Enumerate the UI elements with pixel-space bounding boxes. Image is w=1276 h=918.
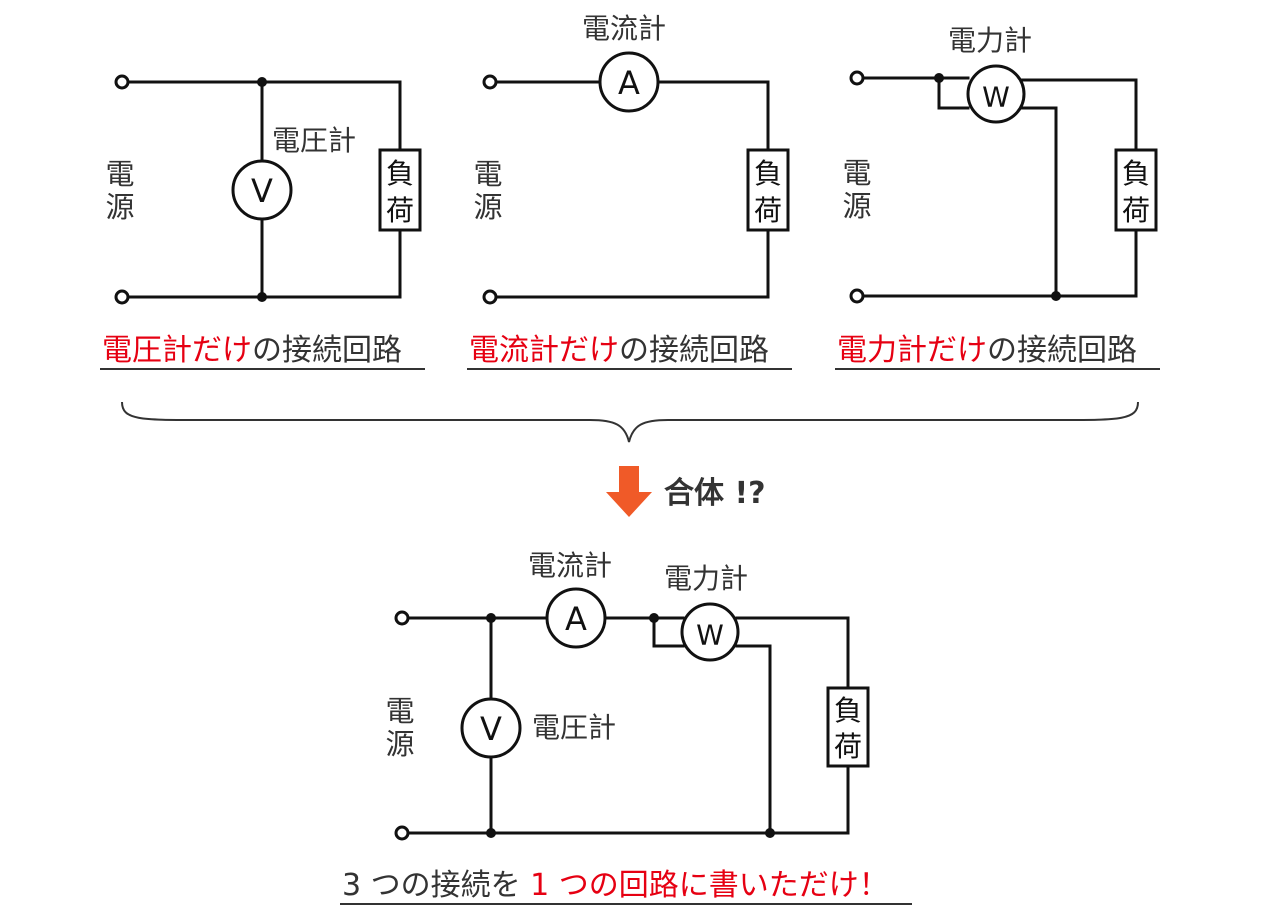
source-terminal-top bbox=[482, 74, 498, 90]
load-lower-wire bbox=[488, 228, 770, 299]
caption-highlight: 電圧計だけ bbox=[102, 333, 252, 368]
wattmeter-circuit: W 電力計 電 源 負 荷 bbox=[842, 24, 1158, 304]
load-label-bottom: 荷 bbox=[1122, 194, 1150, 227]
source-label-top: 電 bbox=[473, 157, 502, 191]
caption-suffix: の接続回路 bbox=[987, 333, 1137, 368]
source-terminal-bottom bbox=[482, 289, 498, 305]
bottom-caption-highlight: 1 つの回路に書いただけ！ bbox=[530, 868, 889, 903]
svg-text:3 つの接続を 1 つの回路に書いただけ！: 3 つの接続を 1 つの回路に書いただけ！ bbox=[342, 868, 889, 903]
source-label-bottom: 源 bbox=[842, 189, 871, 223]
source-label-top: 電 bbox=[842, 156, 871, 190]
voltmeter-caption: 電圧計だけの接続回路 bbox=[100, 333, 425, 370]
voltmeter-circuit: V 電圧計 電 源 負 荷 bbox=[105, 74, 422, 305]
load-label-top: 負 bbox=[386, 157, 414, 190]
curly-brace bbox=[121, 401, 1139, 443]
voltmeter-label: 電圧計 bbox=[532, 711, 616, 744]
top-wire bbox=[120, 80, 402, 152]
bottom-caption-part1: 3 つの接続を bbox=[342, 868, 530, 903]
load-label-top: 負 bbox=[1122, 157, 1150, 190]
ammeter-caption: 電流計だけの接続回路 bbox=[467, 333, 792, 370]
junction-dot bbox=[765, 828, 775, 838]
source-terminal-bottom bbox=[849, 288, 865, 304]
source-terminal-bottom bbox=[394, 825, 410, 841]
wattmeter-return-wire bbox=[1020, 106, 1058, 298]
top-wire bbox=[488, 80, 770, 152]
wattmeter-voltage-coil-wire bbox=[937, 76, 970, 110]
load-label-top: 負 bbox=[834, 694, 862, 727]
voltmeter-symbol: V bbox=[460, 697, 522, 759]
junction-dot bbox=[257, 77, 267, 87]
wattmeter-letter: W bbox=[696, 619, 724, 652]
ammeter-label: 電流計 bbox=[528, 549, 612, 582]
junction-dot bbox=[257, 292, 267, 302]
wattmeter-symbol: W bbox=[680, 602, 740, 662]
caption-highlight: 電力計だけ bbox=[837, 333, 987, 368]
load-box: 負 荷 bbox=[1114, 148, 1158, 232]
load-label-top: 負 bbox=[754, 157, 782, 190]
source-label-top: 電 bbox=[385, 694, 414, 728]
combined-circuit: A 電流計 W 電力計 V 電圧計 電 源 負 荷 bbox=[385, 549, 870, 841]
merge-label: 合体 !? bbox=[664, 476, 766, 511]
load-box: 負 荷 bbox=[826, 686, 870, 768]
load-label-bottom: 荷 bbox=[834, 730, 862, 763]
top-wire bbox=[855, 76, 1138, 152]
source-terminal-top bbox=[849, 70, 865, 86]
ammeter-label: 電流計 bbox=[582, 12, 666, 45]
load-box: 負 荷 bbox=[378, 148, 422, 232]
bottom-caption: 3 つの接続を 1 つの回路に書いただけ！ bbox=[340, 868, 912, 905]
wattmeter-label: 電力計 bbox=[664, 562, 748, 595]
wattmeter-voltage-coil-wire bbox=[652, 616, 685, 648]
wattmeter-label: 電力計 bbox=[948, 24, 1032, 57]
source-label-bottom: 源 bbox=[105, 190, 134, 224]
load-lower-wire bbox=[120, 228, 402, 299]
junction-dot bbox=[486, 828, 496, 838]
load-label-bottom: 荷 bbox=[754, 194, 782, 227]
source-terminal-top bbox=[114, 74, 130, 90]
source-terminal-top bbox=[394, 610, 410, 626]
junction-dot bbox=[649, 613, 659, 623]
caption-highlight: 電流計だけ bbox=[469, 333, 619, 368]
wattmeter-return-wire bbox=[735, 644, 772, 835]
voltmeter-letter: V bbox=[480, 710, 502, 748]
ammeter-symbol: A bbox=[545, 587, 607, 649]
source-terminal-bottom bbox=[114, 289, 130, 305]
source-label-top: 電 bbox=[105, 157, 134, 191]
ammeter-letter: A bbox=[618, 64, 640, 102]
wattmeter-symbol: W bbox=[966, 64, 1026, 124]
top-wire bbox=[400, 616, 850, 690]
caption-suffix: の接続回路 bbox=[252, 333, 402, 368]
ammeter-symbol: A bbox=[598, 51, 660, 113]
ammeter-circuit: A 電流計 電 源 負 荷 bbox=[473, 12, 790, 305]
source-label-bottom: 源 bbox=[473, 190, 502, 224]
svg-text:電圧計だけの接続回路: 電圧計だけの接続回路 bbox=[102, 333, 402, 368]
load-lower-wire bbox=[400, 764, 850, 835]
ammeter-letter: A bbox=[565, 600, 587, 638]
load-box: 負 荷 bbox=[746, 148, 790, 232]
voltmeter-letter: V bbox=[251, 172, 273, 210]
svg-text:電流計だけの接続回路: 電流計だけの接続回路 bbox=[469, 333, 769, 368]
voltmeter-label: 電圧計 bbox=[272, 124, 356, 157]
load-lower-wire bbox=[855, 228, 1138, 298]
wattmeter-caption: 電力計だけの接続回路 bbox=[835, 333, 1160, 370]
load-label-bottom: 荷 bbox=[386, 194, 414, 227]
wattmeter-letter: W bbox=[982, 81, 1010, 114]
junction-dot bbox=[1051, 291, 1061, 301]
svg-text:電力計だけの接続回路: 電力計だけの接続回路 bbox=[837, 333, 1137, 368]
source-label-bottom: 源 bbox=[385, 727, 414, 761]
caption-suffix: の接続回路 bbox=[619, 333, 769, 368]
junction-dot bbox=[934, 73, 944, 83]
merge-arrow-icon bbox=[606, 466, 652, 517]
junction-dot bbox=[486, 613, 496, 623]
voltmeter-symbol: V bbox=[231, 159, 293, 221]
